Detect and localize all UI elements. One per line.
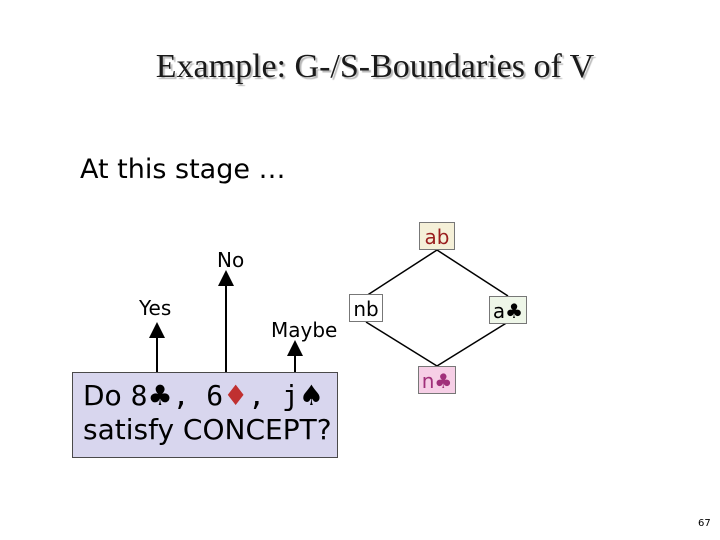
instance-3-rank: j — [281, 379, 299, 412]
edge-top-right — [436, 249, 509, 297]
edge-right-bottom — [436, 321, 509, 367]
query-line-1: Do 8♣, 6♦, j♠ — [83, 379, 337, 413]
lattice-node-top: ab — [419, 222, 455, 250]
query-box: Do 8♣, 6♦, j♠ satisfy CONCEPT? — [72, 372, 338, 458]
edge-left-bottom — [365, 321, 438, 367]
query-prefix: Do — [83, 379, 131, 412]
diamond-suit-icon: ♦ — [223, 379, 249, 412]
instance-2-rank: 6 — [206, 379, 224, 412]
instance-1-rank: 8 — [130, 379, 148, 412]
lattice-node-left: nb — [349, 294, 383, 322]
slide-title: Example: G-/S-Boundaries of V — [155, 48, 595, 85]
answer-yes-label: Yes — [139, 296, 172, 320]
query-line-2: satisfy CONCEPT? — [83, 413, 332, 446]
instance-separator: , — [248, 379, 282, 412]
club-suit-icon: ♣ — [147, 379, 173, 412]
answer-maybe-label: Maybe — [271, 318, 338, 342]
edge-top-left — [365, 249, 438, 297]
spade-suit-icon: ♠ — [298, 379, 324, 412]
slide-subtitle: At this stage … — [80, 154, 286, 185]
instance-separator: , — [172, 379, 207, 412]
lattice-node-bottom: n♣ — [418, 366, 456, 394]
answer-no-label: No — [217, 248, 245, 272]
lattice-node-right: a♣ — [489, 296, 527, 324]
page-number: 67 — [698, 518, 711, 529]
